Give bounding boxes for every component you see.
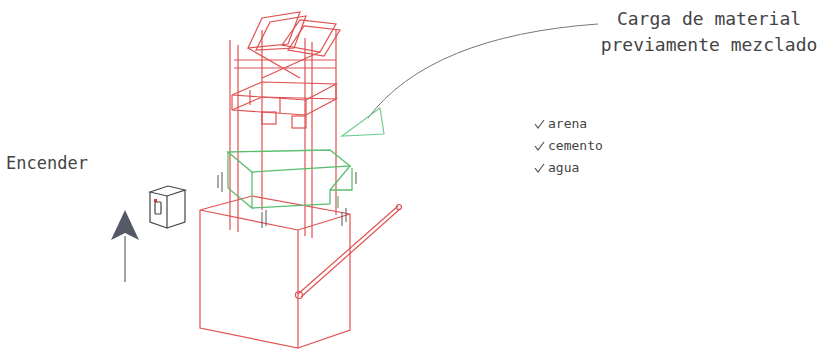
material-item: agua: [548, 159, 668, 178]
material-item: arena: [548, 115, 668, 134]
material-item: cemento: [548, 137, 668, 156]
callout-label: Carga de material previamente mezclado: [600, 6, 818, 58]
action-label: Encender: [6, 151, 116, 176]
